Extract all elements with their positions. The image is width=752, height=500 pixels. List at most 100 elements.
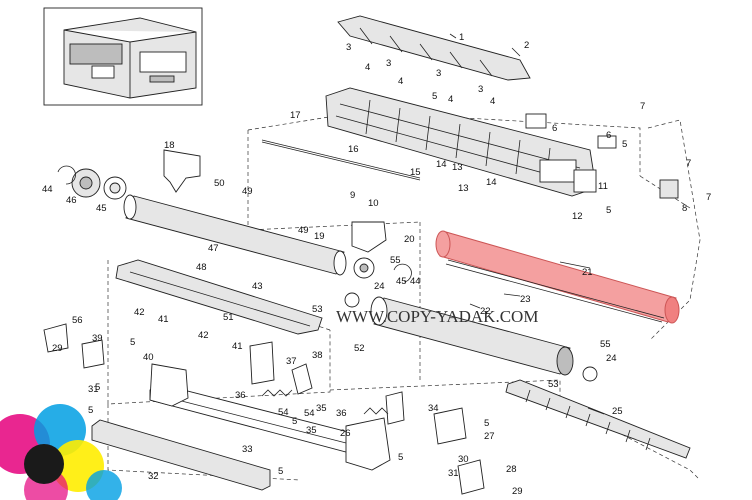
- part-46-heat-roller: [123, 194, 375, 279]
- part-label-54: 54: [278, 407, 289, 418]
- part-label-31: 31: [448, 468, 459, 479]
- part-1-guide: [337, 15, 531, 81]
- part-label-3: 3: [478, 84, 483, 95]
- part-label-52: 52: [354, 343, 365, 354]
- part-25-guide: [505, 379, 691, 459]
- part-16-rod: [261, 139, 421, 179]
- part-label-43: 43: [252, 281, 263, 292]
- part-label-4: 4: [365, 62, 370, 73]
- part-label-51: 51: [223, 312, 234, 323]
- part-label-35: 35: [316, 403, 327, 414]
- part-label-12: 12: [572, 211, 583, 222]
- part-label-6: 6: [552, 123, 557, 134]
- part-6-bracket-right: [597, 135, 617, 149]
- part-label-40: 40: [143, 352, 154, 363]
- part-27-bracket: [433, 407, 467, 445]
- part-label-6: 6: [606, 130, 611, 141]
- part-label-7: 7: [686, 158, 691, 169]
- part-label-5: 5: [484, 418, 489, 429]
- part-label-56: 56: [72, 315, 83, 326]
- part-44-clip: [57, 165, 76, 185]
- part-label-18: 18: [164, 140, 175, 151]
- part-18-bracket: [163, 149, 201, 193]
- part-label-3: 3: [386, 58, 391, 69]
- watermark-text: WWW.COPY-YADAK.COM: [336, 307, 538, 326]
- part-52-lower-roller: [344, 292, 598, 382]
- part-label-54: 54: [304, 408, 315, 419]
- part-label-24: 24: [374, 281, 385, 292]
- part-43-guide: [115, 259, 323, 335]
- part-label-37: 37: [286, 356, 297, 367]
- part-label-5: 5: [622, 139, 627, 150]
- part-36-spring-lower: [363, 407, 389, 415]
- part-label-26: 26: [340, 428, 351, 439]
- part-label-16: 16: [348, 144, 359, 155]
- part-label-33: 33: [242, 444, 253, 455]
- part-label-10: 10: [368, 198, 379, 209]
- part-label-41: 41: [158, 314, 169, 325]
- part-label-55: 55: [600, 339, 611, 350]
- part-38-lever: [291, 363, 313, 395]
- part-9-frame: [325, 87, 597, 197]
- part-label-30: 30: [458, 454, 469, 465]
- part-label-5: 5: [432, 91, 437, 102]
- part-21-pressure-roller: [435, 230, 680, 324]
- part-label-42: 42: [134, 307, 145, 318]
- part-label-14: 14: [436, 159, 447, 170]
- part-label-35: 35: [306, 425, 317, 436]
- part-34-lever: [385, 391, 405, 425]
- part-label-5: 5: [398, 452, 403, 463]
- part-32-plate: [91, 419, 271, 491]
- part-label-7: 7: [640, 101, 645, 112]
- part-label-4: 4: [448, 94, 453, 105]
- part-label-4: 4: [398, 76, 403, 87]
- part-label-45: 45: [96, 203, 107, 214]
- part-label-17: 17: [290, 110, 301, 121]
- part-label-29: 29: [512, 486, 523, 497]
- part-label-22: 22: [480, 306, 491, 317]
- part-label-1: 1: [459, 32, 464, 43]
- part-label-13: 13: [452, 162, 463, 173]
- part-11-bracket: [573, 169, 597, 193]
- part-label-27: 27: [484, 431, 495, 442]
- part-label-7: 7: [706, 192, 711, 203]
- part-label-41: 41: [232, 341, 243, 352]
- part-label-39: 39: [92, 333, 103, 344]
- part-label-5: 5: [88, 405, 93, 416]
- part-label-29: 29: [52, 343, 63, 354]
- color-circles-logo: [0, 404, 122, 500]
- part-label-8: 8: [682, 203, 687, 214]
- part-20-bracket: [351, 221, 387, 253]
- part-label-50: 50: [214, 178, 225, 189]
- part-label-23: 23: [520, 294, 531, 305]
- part-label-5: 5: [95, 382, 100, 393]
- part-label-44: 44: [410, 276, 421, 287]
- part-39-bracket: [81, 339, 105, 369]
- part-label-11: 11: [598, 181, 608, 192]
- part-label-36: 36: [235, 390, 246, 401]
- part-label-19: 19: [314, 231, 325, 242]
- part-label-5: 5: [292, 416, 297, 427]
- part-28-bracket: [457, 459, 485, 495]
- part-label-5: 5: [130, 337, 135, 348]
- part-label-31: 31: [88, 384, 99, 395]
- part-label-5: 5: [278, 466, 283, 477]
- part-8-thermistor: [659, 179, 679, 199]
- part-label-46: 46: [66, 195, 77, 206]
- part-label-4: 4: [490, 96, 495, 107]
- part-label-15: 15: [410, 167, 421, 178]
- part-37-bracket: [249, 341, 275, 385]
- part-56-bracket: [43, 323, 69, 353]
- part-label-49: 49: [242, 186, 253, 197]
- part-label-53: 53: [312, 304, 323, 315]
- part-label-44: 44: [42, 184, 53, 195]
- part-label-28: 28: [506, 464, 517, 475]
- part-label-2: 2: [524, 40, 529, 51]
- printer-thumbnail: [43, 7, 203, 106]
- part-label-36: 36: [336, 408, 347, 419]
- part-label-13: 13: [458, 183, 469, 194]
- part-6-bracket: [525, 113, 547, 129]
- part-label-21: 21: [582, 267, 593, 278]
